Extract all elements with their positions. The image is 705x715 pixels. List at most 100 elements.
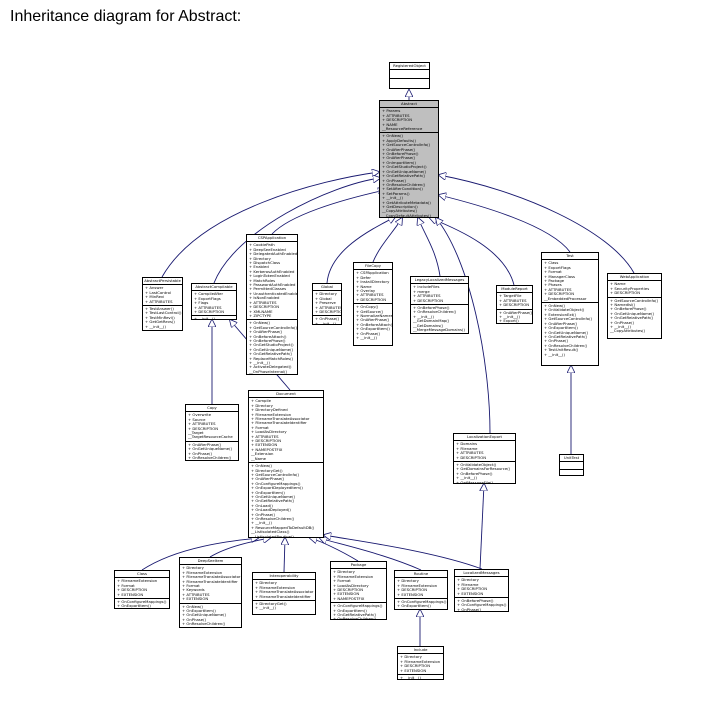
attribute-list: + Directory+ FilenameExtension+ Format+ …: [331, 569, 386, 604]
attribute-list: + Directory+ Global+ Preserve+ ATTRIBUTE…: [313, 291, 342, 317]
class-attribute: + FilenameTranslateIdentifier: [251, 420, 307, 426]
class-attribute: + IsNonEnabled: [249, 295, 280, 301]
class-attribute: + Format: [251, 424, 269, 430]
class-method: + GetGetRevs(): [145, 319, 175, 325]
class-attribute: + Directory: [249, 255, 271, 261]
class-method: + OnResolveChildren(): [182, 621, 226, 627]
class-name: LegacyLocalizedMessages: [411, 277, 468, 285]
attribute-list: + CookiePath+ DeepSeeEnabled+ DelegatedA…: [247, 242, 298, 321]
class-method: + OnAfterPhase(): [251, 476, 285, 482]
class-node-registeredobject[interactable]: RegisteredObject: [389, 62, 430, 89]
class-method: + OnLoad(): [251, 502, 273, 508]
class-method: + OnAfterPhase(): [499, 309, 533, 315]
method-list: + OnNew()+ GetSourceControlInfo()+ OnAft…: [247, 320, 297, 374]
class-attribute: + DESCRIPTION: [457, 586, 488, 592]
method-list: + TestAnswer()+ TestLastControl()+ TestM…: [143, 306, 182, 330]
class-method: + OnAfterPhase(): [356, 317, 390, 323]
class-node-package[interactable]: Package + Directory+ FilenameExtension+ …: [330, 561, 387, 620]
class-attribute: + ATTRIBUTES: [249, 299, 277, 305]
class-name: Interoperability: [253, 573, 315, 581]
attribute-list: + Directory+ Filename+ DESCRIPTION+ EXTE…: [455, 577, 508, 599]
class-name: Document: [249, 391, 323, 399]
class-name: Global: [313, 284, 341, 292]
class-method: + OnResolveChildren(): [188, 455, 232, 461]
class-name: Package: [331, 562, 386, 570]
attribute-list: + Domains+ Filename+ ATTRIBUTES+ DESCRIP…: [454, 441, 515, 463]
inheritance-edge: [372, 218, 402, 263]
class-name: UnitTest: [560, 455, 583, 463]
class-method: + OnPhase(): [251, 511, 276, 517]
class-node-routine[interactable]: Routine + Directory+ FilenameExtension+ …: [394, 570, 448, 610]
class-method: + TestLastControl(): [145, 310, 182, 316]
class-attribute: + DESCRIPTION: [333, 587, 364, 593]
class-method: + __init__(): [382, 195, 403, 201]
class-method: __CopyAttributes(): [382, 208, 418, 214]
class-node-abstractcompilable[interactable]: AbstractCompilable + CompileAfter+ Expor…: [191, 283, 237, 320]
class-attribute: + Name: [610, 281, 626, 287]
class-method: + __init__(): [315, 320, 336, 325]
class-method: + OnResolveChildren(): [413, 309, 457, 315]
class-method: + TestUnitResult(): [544, 347, 579, 353]
class-method: + OnGetRelativePath(): [544, 333, 588, 339]
class-method: + __init__(): [194, 316, 215, 320]
class-method: + OnNew(): [182, 603, 204, 609]
attribute-list: + Name+ SecurityProperties+ DESCRIPTION: [608, 281, 661, 298]
class-attribute: + DESCRIPTION: [610, 290, 641, 296]
class-attribute: + FilenameTranslateAssociator: [255, 589, 314, 595]
class-name: ModuleReport: [497, 286, 532, 294]
attribute-list: + Params+ ATTRIBUTES+ DESCRIPTION+ NAME_…: [380, 108, 438, 134]
class-node-abstract[interactable]: Abstract + Params+ ATTRIBUTES+ DESCRIPTI…: [379, 100, 439, 218]
class-node-cspapplication[interactable]: CSPApplication + CookiePath+ DeepSeeEnab…: [246, 234, 298, 375]
class-method: + OnNew(): [544, 303, 566, 309]
class-node-deepseeitem[interactable]: DeepSeeItem + Directory+ FilenameExtensi…: [179, 557, 242, 628]
class-method: + __init__(): [400, 675, 421, 680]
class-method: + OnConfigureMappings(): [117, 599, 167, 605]
class-method: + ReplaceMatchRoles(): [249, 355, 294, 361]
class-method: + ExtensionExt(): [544, 311, 577, 317]
class-node-interoperability[interactable]: Interoperability + Directory+ FilenameEx…: [252, 572, 316, 615]
class-attribute: + TargetFile: [499, 293, 522, 299]
class-method: + OnResolveChildren(): [544, 342, 588, 348]
class-node-localizationexport[interactable]: LocalizationExport + Domains+ Filename+ …: [453, 433, 516, 484]
class-node-legacylocalizedmessages[interactable]: LegacyLocalizedMessages + includeFiles+ …: [410, 276, 469, 334]
attribute-list: + Compile+ Directory+ DirectoryDefined+ …: [249, 398, 323, 464]
class-attribute: + DESCRIPTION: [315, 309, 342, 315]
class-method: + OnResolveChildren(): [333, 616, 377, 620]
class-node-filecopy[interactable]: FileCopy + CSPApplication+ Defer+ Instal…: [353, 262, 393, 346]
class-attribute: + ATTRIBUTES: [188, 421, 216, 427]
class-name: CSPApplication: [247, 235, 297, 243]
class-node-localizedmessages[interactable]: LocalizedMessages + Directory+ Filename+…: [454, 569, 509, 612]
class-method: + GetSourceControlInfo(): [251, 471, 300, 477]
class-node-include[interactable]: Include + Directory+ FilenameExtension+ …: [397, 646, 444, 680]
class-node-test[interactable]: Test + Class+ ExportFlags+ Format+ Manag…: [541, 252, 599, 366]
class-attribute: + FilenameExtension: [397, 582, 438, 588]
class-attribute: + DESCRIPTION: [194, 309, 225, 315]
class-node-webapplication[interactable]: WebApplication + Name+ SecurityPropertie…: [607, 273, 662, 339]
class-node-class[interactable]: Class + FilenameExtension+ Format+ DESCR…: [114, 570, 170, 609]
class-node-copy[interactable]: Copy + Overwrite+ Source+ ATTRIBUTES+ DE…: [185, 404, 239, 461]
class-attribute: + EXTENSION: [397, 591, 424, 597]
class-method: + __init__(): [397, 608, 445, 609]
class-method: __GetDomainMap(): [413, 318, 450, 324]
class-method: + OnPhase(): [356, 330, 381, 336]
class-node-abstractpersistable[interactable]: AbstractPersistable + Answer+ LastContro…: [142, 277, 183, 331]
class-method: + OnGetRelativePath(): [382, 173, 426, 179]
class-node-global[interactable]: Global + Directory+ Global+ Preserve+ AT…: [312, 283, 342, 325]
class-attribute: + DESCRIPTION: [356, 296, 387, 302]
class-attribute: + Answer: [145, 285, 164, 291]
inheritance-edge: [284, 538, 285, 573]
class-attribute: + Directory: [457, 577, 479, 583]
class-node-document[interactable]: Document + Compile+ Directory+ Directory…: [248, 390, 324, 538]
class-attribute: + PermittedClasses: [249, 286, 287, 292]
class-node-unittest[interactable]: UnitTest: [559, 454, 584, 476]
class-method: + DirectoryGet(): [255, 601, 287, 607]
class-attribute: + DelegatedAuthEnabled: [249, 251, 298, 257]
inheritance-edge: [436, 218, 491, 434]
attribute-list: + includeFiles+ merge+ ATTRIBUTES+ DESCR…: [411, 284, 468, 306]
class-attribute: + NAME: [382, 121, 398, 127]
class-attribute: + Format: [182, 583, 200, 589]
class-attribute: + ATTRIBUTES: [194, 304, 222, 310]
inheritance-edge: [310, 538, 359, 562]
class-method: + OnAfterPhase(): [188, 441, 222, 447]
class-node-modulereport[interactable]: ModuleReport + TargetFile+ ATTRIBUTES+ D…: [496, 285, 533, 324]
